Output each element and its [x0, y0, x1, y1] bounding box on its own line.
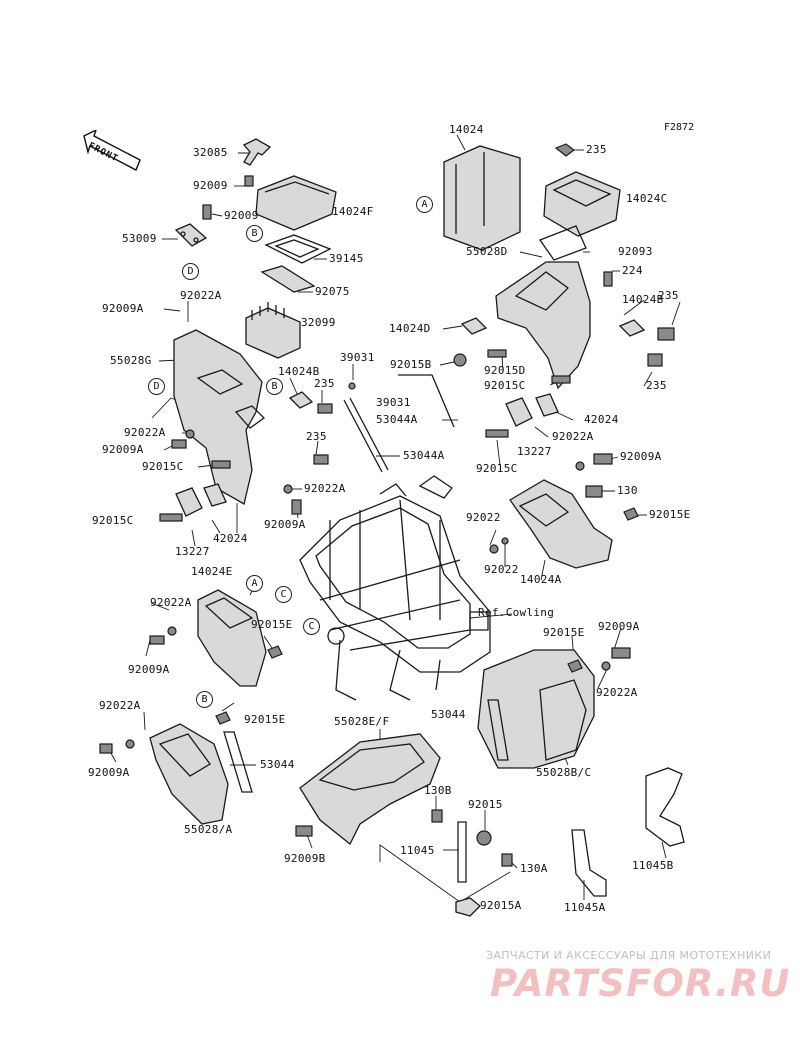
part-label: 92022A	[180, 289, 222, 302]
part-label: 14024D	[389, 322, 431, 335]
callout-b: B	[196, 691, 213, 708]
part-label: 92009A	[102, 443, 144, 456]
part-label: 235	[306, 430, 327, 443]
callout-c: C	[303, 618, 320, 635]
part-label: 14024B	[622, 293, 664, 306]
part-label: 53044	[431, 708, 466, 721]
part-label: 39031	[376, 396, 411, 409]
part-label: 130B	[424, 784, 452, 797]
part-label: 92009A	[620, 450, 662, 463]
part-label: 92015B	[390, 358, 432, 371]
part-label: 92015	[468, 798, 503, 811]
part-label: 92093	[618, 245, 653, 258]
part-label: 92009A	[102, 302, 144, 315]
part-label: 92015C	[92, 514, 134, 527]
part-label: 14024F	[332, 205, 374, 218]
part-label: 224	[622, 264, 643, 277]
part-label: 92009A	[128, 663, 170, 676]
watermark-logo: PARTSFOR.RU	[490, 962, 791, 1005]
part-label: 39031	[340, 351, 375, 364]
part-label: 92015D	[484, 364, 526, 377]
part-label: 92015E	[543, 626, 585, 639]
part-label: 14024E	[191, 565, 233, 578]
part-label: 53009	[122, 232, 157, 245]
part-label: 14024C	[626, 192, 668, 205]
part-label: 39145	[329, 252, 364, 265]
part-label: 92015C	[476, 462, 518, 475]
part-label: 92009	[224, 209, 259, 222]
part-label: 92009A	[598, 620, 640, 633]
part-label: 92009A	[264, 518, 306, 531]
part-label: 14024	[449, 123, 484, 136]
part-label: 92022A	[150, 596, 192, 609]
part-label: 130A	[520, 862, 548, 875]
part-label: 130	[617, 484, 638, 497]
part-label: 55028G	[110, 354, 152, 367]
part-label: 13227	[175, 545, 210, 558]
part-label: 32099	[301, 316, 336, 329]
frame	[299, 475, 491, 701]
part-label: 235	[658, 289, 679, 302]
part-label: 92075	[315, 285, 350, 298]
callout-d: D	[148, 378, 165, 395]
part-label: 92022A	[304, 482, 346, 495]
part-label: 92009B	[284, 852, 326, 865]
part-label: 42024	[213, 532, 248, 545]
part-label: 14024A	[520, 573, 562, 586]
part-label: 92015C	[484, 379, 526, 392]
part-label: 42024	[584, 413, 619, 426]
part-label: 92015C	[142, 460, 184, 473]
part-label: 92022	[466, 511, 501, 524]
part-label: 55028E/F	[334, 715, 390, 728]
part-label: 92022A	[99, 699, 141, 712]
part-label: 92015E	[251, 618, 293, 631]
callout-a: A	[416, 196, 433, 213]
figure-code: F2872	[664, 122, 695, 133]
callout-b: B	[266, 378, 283, 395]
part-label: 55028B/C	[536, 766, 592, 779]
part-label: 13227	[517, 445, 552, 458]
part-label: 11045B	[632, 859, 674, 872]
part-label: 235	[646, 379, 667, 392]
part-label: 92022A	[552, 430, 594, 443]
part-label: 92009A	[88, 766, 130, 779]
part-label: 235	[586, 143, 607, 156]
callout-c: C	[275, 586, 292, 603]
part-label: 53044	[260, 758, 295, 771]
part-label: 14024B	[278, 365, 320, 378]
part-label: 55028/A	[184, 823, 233, 836]
watermark-subtitle: ЗАПЧАСТИ И АКСЕССУАРЫ ДЛЯ МОТОТЕХНИКИ	[486, 949, 772, 962]
part-label: 11045A	[564, 901, 606, 914]
part-label: 53044A	[376, 413, 418, 426]
part-label: 32085	[193, 146, 228, 159]
callout-d: D	[182, 263, 199, 280]
bracket-32085	[242, 138, 272, 166]
part-label: 92015E	[244, 713, 286, 726]
part-label: 53044A	[403, 449, 445, 462]
part-label: 55028D	[466, 245, 508, 258]
part-label: 92022A	[124, 426, 166, 439]
part-label: 11045	[400, 844, 435, 857]
callout-a: A	[246, 575, 263, 592]
callout-b: B	[246, 225, 263, 242]
part-label: 92022	[484, 563, 519, 576]
part-label: 92022A	[596, 686, 638, 699]
part-label: 92015A	[480, 899, 522, 912]
reference-note: Ref.Cowling	[478, 606, 555, 619]
part-label: 92009	[193, 179, 228, 192]
part-label: 235	[314, 377, 335, 390]
front-arrow-icon	[83, 130, 141, 171]
part-label: 92015E	[649, 508, 691, 521]
